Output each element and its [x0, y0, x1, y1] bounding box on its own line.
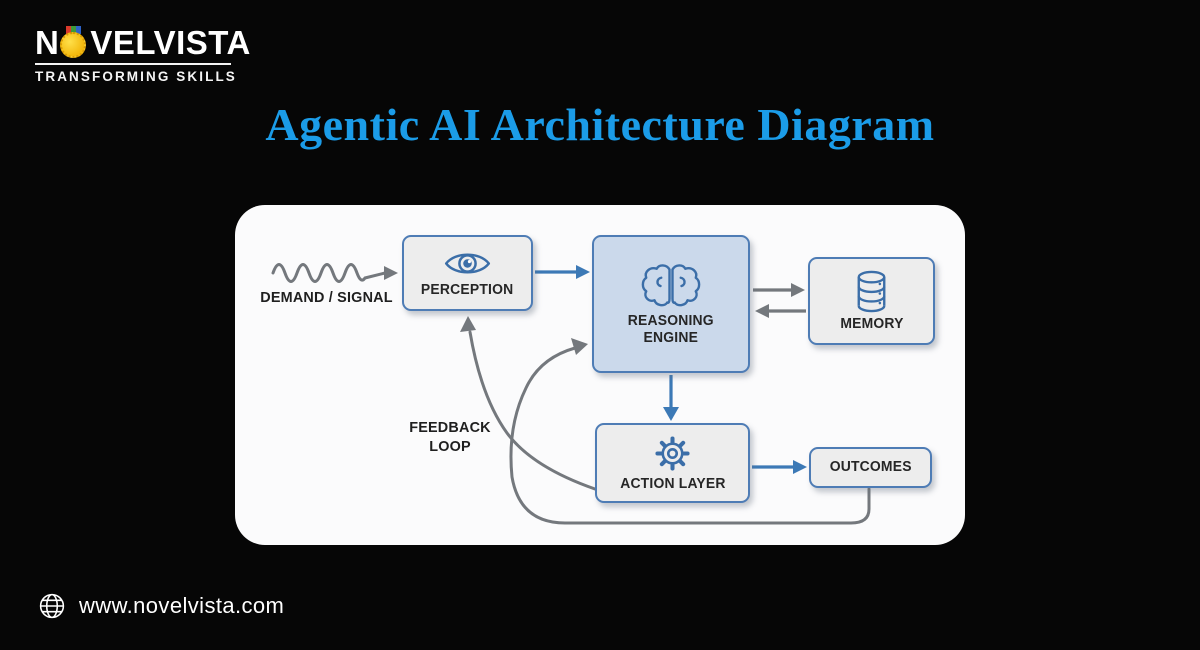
diagram-canvas: DEMAND / SIGNAL FEEDBACK LOOP PERCEPTION [235, 205, 965, 545]
reasoning-label-line2: ENGINE [643, 329, 699, 346]
brand-tagline: TRANSFORMING SKILLS [35, 69, 237, 84]
outcomes-label: OUTCOMES [829, 459, 912, 476]
brain-icon [641, 264, 701, 307]
demand-signal-label: DEMAND / SIGNAL [260, 289, 393, 306]
feedback-loop-label: FEEDBACK LOOP [388, 419, 513, 457]
website-url: www.novelvista.com [79, 593, 285, 618]
node-perception: PERCEPTION [402, 235, 533, 311]
database-icon [857, 270, 886, 312]
node-memory: MEMORY [808, 257, 935, 345]
feedback-curve-action-to-perception [460, 316, 597, 491]
arrow-perception-to-reasoning [535, 265, 590, 279]
arrow-reasoning-to-memory [753, 283, 805, 297]
brand-prefix: N [35, 24, 60, 61]
memory-label: MEMORY [839, 315, 904, 332]
node-outcomes: OUTCOMES [809, 447, 932, 488]
reasoning-engine-label: REASONING ENGINE [628, 313, 714, 346]
perception-label: PERCEPTION [421, 281, 514, 298]
medal-icon [60, 26, 89, 58]
arrow-reasoning-to-action [663, 375, 679, 421]
reasoning-label-line1: REASONING [627, 312, 715, 329]
signal-wave-arrow [271, 263, 398, 283]
node-reasoning-engine: REASONING ENGINE [592, 235, 750, 373]
page-title: Agentic AI Architecture Diagram [265, 99, 935, 150]
arrow-memory-to-reasoning [755, 304, 806, 318]
arrow-action-to-outcomes [752, 460, 807, 474]
brand-suffix: VELVISTA [90, 24, 251, 61]
gear-icon [655, 436, 690, 471]
eye-icon [444, 253, 491, 274]
footer: www.novelvista.com [38, 592, 284, 620]
brand-divider [35, 63, 231, 65]
globe-icon [39, 593, 65, 619]
diagram-connectors [271, 263, 871, 525]
brand-name: N VELVISTA [35, 26, 251, 59]
novelvista-logo: N VELVISTA TRANSFORMING SKILLS [35, 26, 251, 84]
feedback-label-line1: FEEDBACK [409, 419, 491, 436]
action-layer-label: ACTION LAYER [619, 475, 726, 492]
feedback-label-line2: LOOP [429, 437, 471, 455]
node-action-layer: ACTION LAYER [595, 423, 750, 503]
feedback-curve-outcomes-to-reasoning [509, 338, 871, 525]
